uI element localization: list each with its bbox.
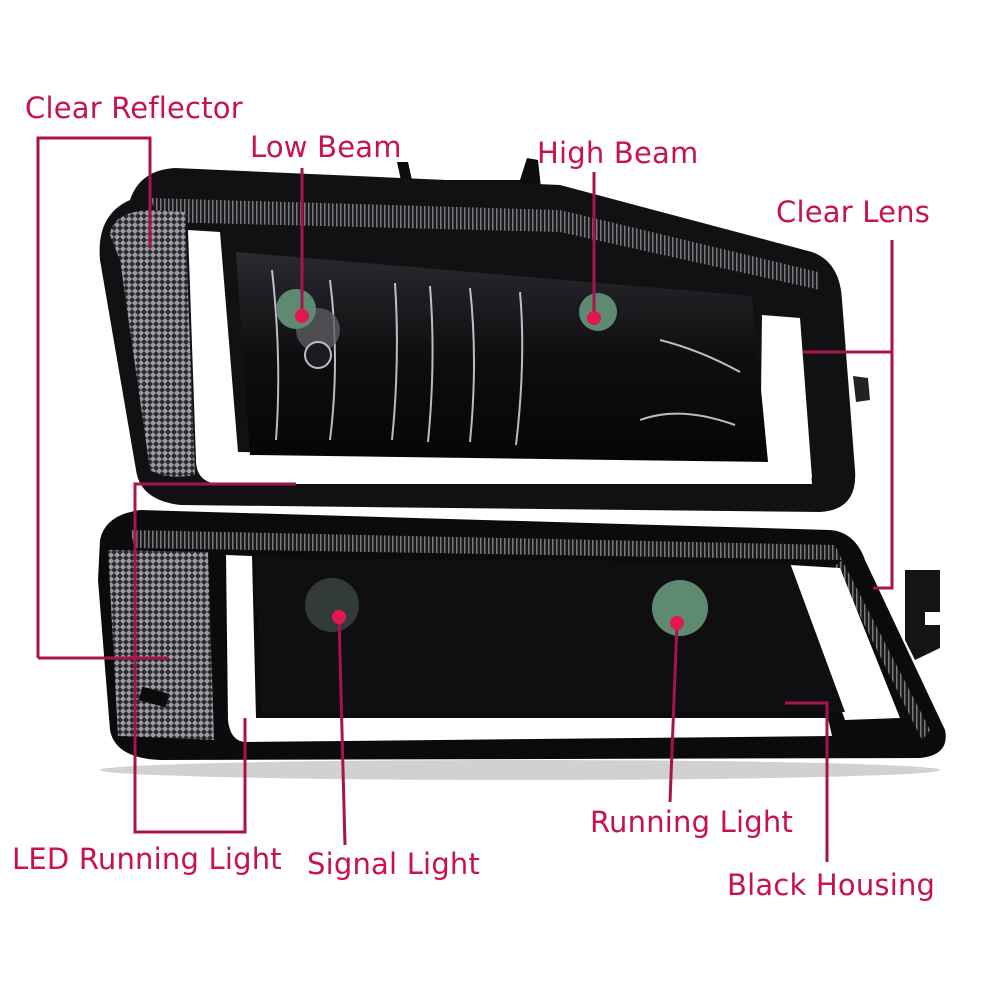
running-light-dot [670, 616, 684, 630]
label-clear-reflector: Clear Reflector [25, 91, 243, 125]
led-running-light-leader [133, 482, 296, 834]
signal-light-leader [337, 616, 347, 846]
black-housing-leader [785, 701, 829, 862]
label-signal-light: Signal Light [307, 847, 481, 881]
clear-reflector-leader [36, 136, 152, 658]
leader-lines [36, 136, 894, 862]
clear-lens-leader [873, 240, 894, 590]
high-beam-dot [587, 311, 601, 325]
label-running-light: Running Light [590, 805, 794, 839]
running-bulb-marker [652, 580, 708, 636]
label-clear-lens: Clear Lens [776, 195, 931, 229]
signal-light-dot [332, 610, 346, 624]
signal-bulb-marker [305, 578, 359, 632]
label-low-beam: Low Beam [250, 130, 402, 164]
low-beam-bulb-marker [276, 289, 316, 329]
label-led-running-light: LED Running Light [12, 842, 282, 876]
label-high-beam: High Beam [537, 136, 699, 170]
low-beam-dot [295, 309, 309, 323]
running-light-leader [668, 622, 679, 803]
pointer-dots [295, 309, 684, 630]
high-beam-bulb-marker [579, 293, 617, 331]
upper-headlight [99, 168, 870, 512]
bumper-signal-light [98, 510, 946, 780]
label-black-housing: Black Housing [727, 868, 936, 902]
